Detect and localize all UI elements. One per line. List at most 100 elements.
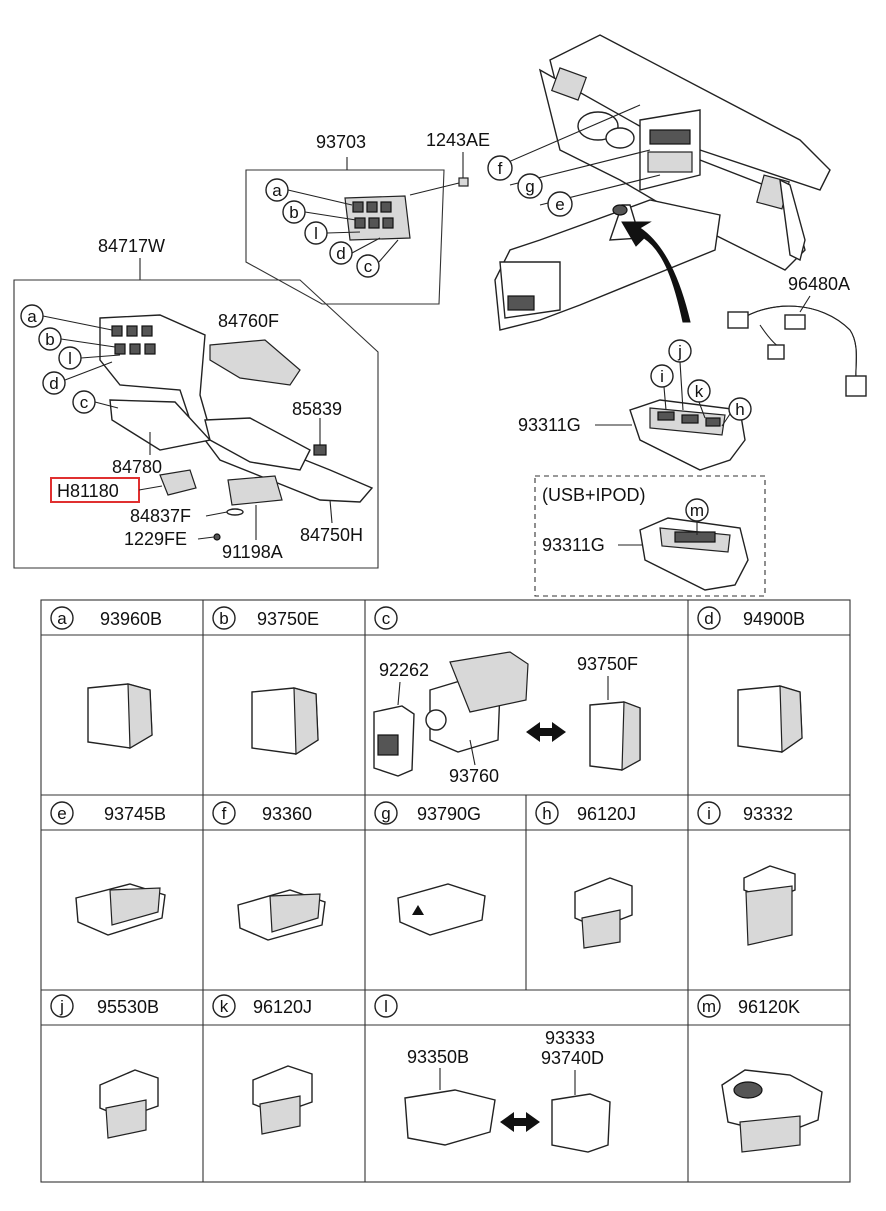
svg-text:m: m <box>702 997 716 1016</box>
svg-text:b: b <box>289 203 298 222</box>
cell-e: e 93745B <box>50 801 166 936</box>
svg-text:d: d <box>704 609 713 628</box>
svg-text:m: m <box>690 501 704 520</box>
svg-text:c: c <box>364 257 373 276</box>
svg-text:95530B: 95530B <box>97 997 159 1017</box>
svg-text:93740D: 93740D <box>541 1048 604 1068</box>
label-93703: 93703 <box>316 132 366 152</box>
svg-text:a: a <box>27 307 37 326</box>
cell-h: h 96120J <box>535 801 636 949</box>
svg-text:e: e <box>57 804 66 823</box>
svg-text:93350B: 93350B <box>407 1047 469 1067</box>
usb-ipod-variant: (USB+IPOD) 93311G m <box>534 475 766 597</box>
label-84750H: 84750H <box>300 525 363 545</box>
cell-f: f 93360 <box>212 801 326 941</box>
svg-text:94900B: 94900B <box>743 609 805 629</box>
callout-84717W-l: l <box>58 346 121 370</box>
callout-93703-d: d <box>329 237 381 265</box>
svg-text:l: l <box>314 224 318 243</box>
callout-93703-a: a <box>265 178 353 206</box>
cell-l: l 93350B 93333 93740D <box>374 994 611 1153</box>
svg-text:h: h <box>542 804 551 823</box>
harness-96480A: 96480A <box>727 274 867 397</box>
parts-grid <box>40 599 851 1183</box>
cell-k: k 96120J <box>212 994 313 1135</box>
cell-g: g 93790G <box>374 801 486 936</box>
console-93311G: 93311G <box>518 399 746 471</box>
svg-text:93750E: 93750E <box>257 609 319 629</box>
svg-text:92262: 92262 <box>379 660 429 680</box>
callout-console-k: k <box>687 379 711 419</box>
svg-text:1243AE: 1243AE <box>426 130 490 150</box>
label-H81180: H81180 <box>57 481 119 501</box>
svg-text:i: i <box>707 804 711 823</box>
label-84780: 84780 <box>112 457 162 477</box>
svg-text:f: f <box>222 804 227 823</box>
svg-text:f: f <box>498 159 503 178</box>
svg-text:93311G: 93311G <box>518 415 581 435</box>
frame-84717W <box>13 279 379 569</box>
svg-text:93333: 93333 <box>545 1028 595 1048</box>
svg-text:d: d <box>336 244 345 263</box>
svg-text:l: l <box>68 349 72 368</box>
svg-text:c: c <box>80 393 89 412</box>
callout-93703-b: b <box>282 200 357 224</box>
svg-text:93790G: 93790G <box>417 804 481 824</box>
label-84760F: 84760F <box>218 311 279 331</box>
svg-text:96120K: 96120K <box>738 997 800 1017</box>
group-84717W: 84717W <box>13 236 379 569</box>
svg-text:k: k <box>220 997 229 1016</box>
dashboard-illustration <box>489 34 831 331</box>
callout-84717W-d: d <box>42 361 113 395</box>
callout-84717W-a: a <box>20 304 113 331</box>
label-1229FE: 1229FE <box>124 529 187 549</box>
callout-84717W-c: c <box>72 390 119 414</box>
svg-text:96120J: 96120J <box>577 804 636 824</box>
callout-84717W-b: b <box>38 327 116 351</box>
svg-text:93960B: 93960B <box>100 609 162 629</box>
callout-console-j: j <box>668 339 692 411</box>
label-91198A: 91198A <box>222 542 283 562</box>
callout-g: g <box>517 173 543 199</box>
callout-93703-c: c <box>356 239 399 278</box>
cell-c: c 92262 93760 93750F <box>373 606 641 786</box>
label-84837F: 84837F <box>130 506 191 526</box>
svg-text:93760: 93760 <box>449 766 499 786</box>
svg-text:l: l <box>384 997 388 1016</box>
svg-text:b: b <box>219 609 228 628</box>
cell-j: j 95530B <box>50 994 159 1139</box>
svg-text:93311G: 93311G <box>542 535 605 555</box>
bolt-1243AE: 1243AE <box>409 130 490 196</box>
switch-bank-93703 <box>344 195 411 241</box>
label-85839: 85839 <box>292 399 342 419</box>
svg-text:g: g <box>381 804 390 823</box>
svg-text:k: k <box>695 382 704 401</box>
svg-text:93360: 93360 <box>262 804 312 824</box>
label-84717W: 84717W <box>98 236 165 256</box>
svg-text:a: a <box>272 181 282 200</box>
svg-text:a: a <box>57 609 67 628</box>
svg-text:93750F: 93750F <box>577 654 638 674</box>
svg-text:96120J: 96120J <box>253 997 312 1017</box>
svg-text:e: e <box>555 195 564 214</box>
frame-93703 <box>245 169 445 305</box>
svg-text:(USB+IPOD): (USB+IPOD) <box>542 485 646 505</box>
cell-a: a 93960B <box>50 606 162 750</box>
svg-text:b: b <box>45 330 54 349</box>
callout-93703-l: l <box>304 221 361 245</box>
svg-text:h: h <box>735 400 744 419</box>
svg-text:93745B: 93745B <box>104 804 166 824</box>
cell-d: d 94900B <box>697 606 805 754</box>
svg-text:d: d <box>49 374 58 393</box>
callout-e: e <box>547 191 573 217</box>
svg-text:j: j <box>677 342 682 361</box>
group-93703: 93703 a b l d <box>245 132 445 305</box>
cell-m: m 96120K <box>697 994 823 1153</box>
svg-text:c: c <box>382 609 391 628</box>
callout-console-h: h <box>721 397 752 427</box>
callout-f: f <box>487 155 513 181</box>
cell-b: b 93750E <box>212 606 319 756</box>
svg-text:j: j <box>59 997 64 1016</box>
cell-i: i 93332 <box>697 801 796 946</box>
